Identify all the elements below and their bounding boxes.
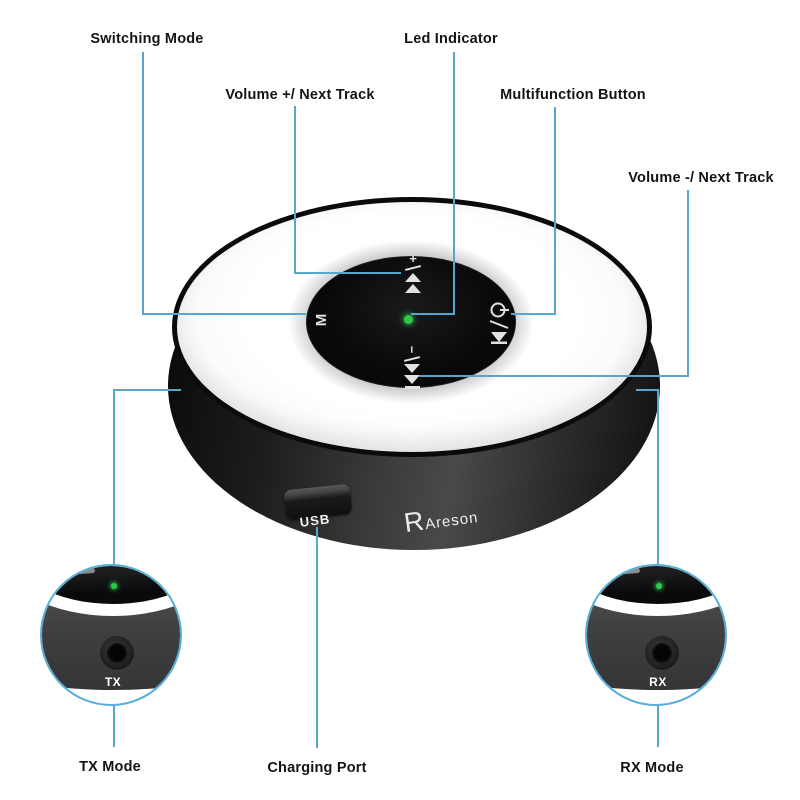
- triangle-up: [405, 273, 421, 282]
- rx-label: RX: [649, 675, 667, 689]
- tx-zoom-inset: TX: [40, 564, 182, 706]
- rx-zoom-inset: RX: [585, 564, 727, 706]
- callout-line-volminus-v: [687, 190, 689, 377]
- label-charging-port: Charging Port: [267, 760, 367, 776]
- mode-button-icon: M: [312, 313, 330, 327]
- headphone-jack: [644, 635, 680, 671]
- label-tx-mode: TX Mode: [79, 759, 141, 775]
- headphone-jack: [99, 635, 135, 671]
- callout-line-tx-h: [114, 389, 181, 391]
- volume-down-icon: −: [398, 343, 426, 393]
- tx-label: TX: [104, 675, 122, 689]
- label-volume-minus: Volume -/ Next Track: [628, 170, 774, 186]
- slash-mark: [404, 265, 422, 271]
- green-led: [111, 583, 117, 589]
- label-rx-mode: RX Mode: [620, 760, 684, 776]
- jack-hole: [652, 643, 672, 663]
- jack-hole: [107, 643, 127, 663]
- green-led: [656, 583, 662, 589]
- triangle-up: [405, 284, 421, 293]
- label-volume-plus: Volume +/ Next Track: [225, 87, 375, 103]
- triangle-down: [404, 375, 420, 384]
- plus-sign: +: [409, 251, 417, 266]
- callout-line-switching-h: [142, 313, 306, 315]
- callout-line-multi-h: [511, 313, 556, 315]
- triangle-down: [404, 364, 420, 373]
- callout-line-volplus-h: [294, 272, 401, 274]
- callout-line-rx-h: [636, 389, 659, 391]
- callout-line-charging-v: [316, 527, 318, 748]
- rim-highlight: [587, 567, 641, 578]
- callout-line-multi-v: [554, 107, 556, 315]
- led-indicator-light: [404, 315, 413, 324]
- stop-bar: [404, 386, 420, 389]
- callout-line-volplus-v: [294, 106, 296, 274]
- callout-line-switching-v: [142, 52, 144, 315]
- minus-sign: −: [404, 345, 420, 354]
- callout-line-led-h: [411, 313, 455, 315]
- brand-name: Areson: [424, 508, 480, 534]
- label-multifunction: Multifunction Button: [500, 87, 646, 103]
- label-led-indicator: Led Indicator: [404, 31, 498, 47]
- slash-mark: [403, 356, 421, 362]
- callout-line-led-v: [453, 52, 455, 315]
- power-play-icon: [489, 302, 509, 344]
- callout-line-volminus-h: [419, 375, 689, 377]
- label-switching-mode: Switching Mode: [90, 31, 204, 47]
- volume-up-icon: +: [399, 252, 427, 300]
- brand-initial: R: [402, 505, 427, 539]
- rim-highlight: [42, 567, 96, 578]
